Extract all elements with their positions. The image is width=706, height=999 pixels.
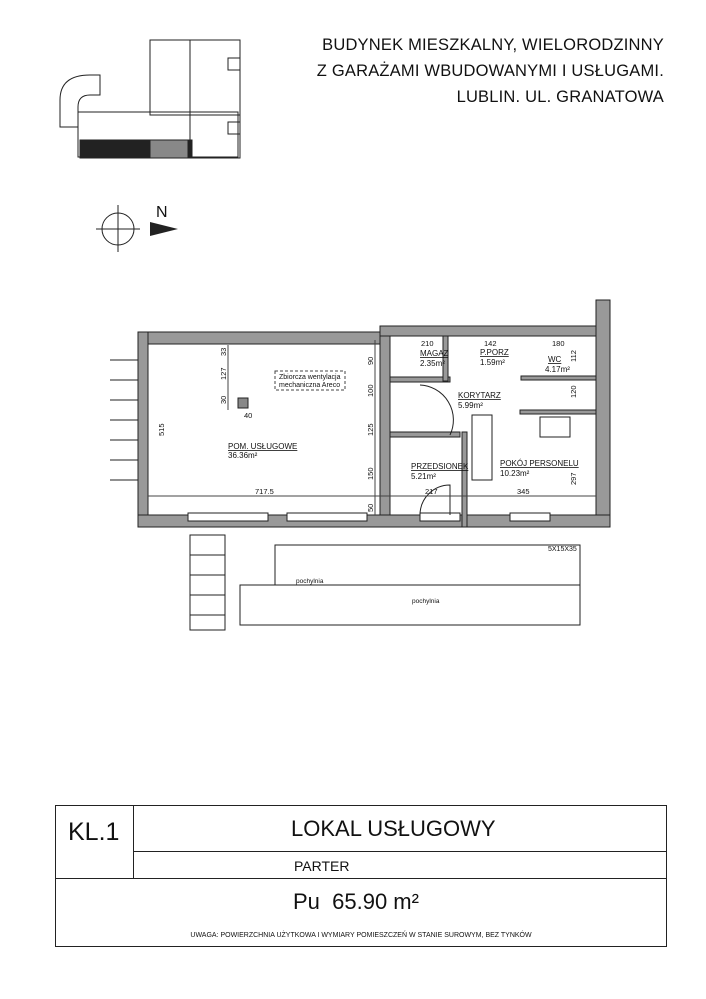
- room-area: 5.99m²: [458, 401, 483, 410]
- room-label: MAGAZ: [420, 349, 449, 358]
- vent-note-2: mechaniczna Areco: [279, 382, 340, 389]
- dim: 217: [425, 487, 438, 496]
- dim: 150: [366, 467, 375, 480]
- dim: 125: [366, 423, 375, 436]
- dim: 90: [366, 357, 375, 365]
- dim: 297: [569, 472, 578, 485]
- usable-area: Pu 65.90 m²: [293, 889, 419, 914]
- dim: 180: [552, 339, 565, 348]
- dim: 120: [569, 385, 578, 398]
- dim: 210: [421, 339, 434, 348]
- room-label: PRZEDSIONEK: [411, 462, 469, 471]
- room-area: 1.59m²: [480, 358, 505, 367]
- dim: 30: [219, 396, 228, 404]
- dim: 40: [244, 411, 252, 420]
- room-area: 4.17m²: [545, 365, 570, 374]
- room-label: POKÓJ PERSONELU: [500, 459, 579, 468]
- ramp-label: pochylnia: [412, 598, 440, 605]
- room-area: 5.21m²: [411, 472, 436, 481]
- steps-label: 5X15X35: [548, 546, 577, 553]
- dim: 345: [517, 487, 530, 496]
- north-compass-icon: [96, 205, 178, 252]
- ramp-label: pochylnia: [296, 578, 324, 585]
- room-label: POM. USŁUGOWE: [228, 442, 297, 451]
- header-line-1: BUDYNEK MIESZKALNY, WIELORODZINNY: [322, 36, 664, 54]
- walls: [137, 299, 611, 528]
- key-map: [59, 39, 241, 159]
- dim: 50: [366, 504, 375, 512]
- room-label: WC: [548, 355, 562, 364]
- dim: 112: [569, 350, 578, 362]
- vent-note-1: Zbiorcza wentylacja: [279, 374, 341, 381]
- plan-drawing: N Zbiorcza wentylacja mechaniczna Areco …: [59, 39, 611, 631]
- dim: 142: [484, 339, 497, 348]
- unit-code: KL.1: [68, 818, 120, 846]
- room-area: 10.23m²: [500, 469, 530, 478]
- dim: 515: [157, 423, 166, 436]
- unit-title: LOKAL USŁUGOWY: [291, 816, 496, 841]
- floor-label: PARTER: [294, 858, 350, 874]
- room-label: P.PORZ: [480, 348, 509, 357]
- dim: 127: [219, 367, 228, 380]
- header-line-2: Z GARAŻAMI WBUDOWANYMI I USŁUGAMI.: [316, 62, 664, 80]
- stairs: [110, 359, 581, 631]
- compass-north-label: N: [156, 204, 168, 221]
- header-line-3: LUBLIN. UL. GRANATOWA: [456, 88, 664, 106]
- room-area: 2.35m²: [420, 359, 445, 368]
- dim: 33: [219, 348, 228, 356]
- dim: 100: [366, 384, 375, 397]
- title-block: KL.1 LOKAL USŁUGOWY PARTER Pu 65.90 m² U…: [55, 805, 667, 947]
- room-label: KORYTARZ: [458, 391, 501, 400]
- area-note: UWAGA: POWIERZCHNIA UŻYTKOWA I WYMIARY P…: [190, 932, 532, 939]
- dim: 717.5: [255, 487, 274, 496]
- room-area: 36.36m²: [228, 451, 258, 460]
